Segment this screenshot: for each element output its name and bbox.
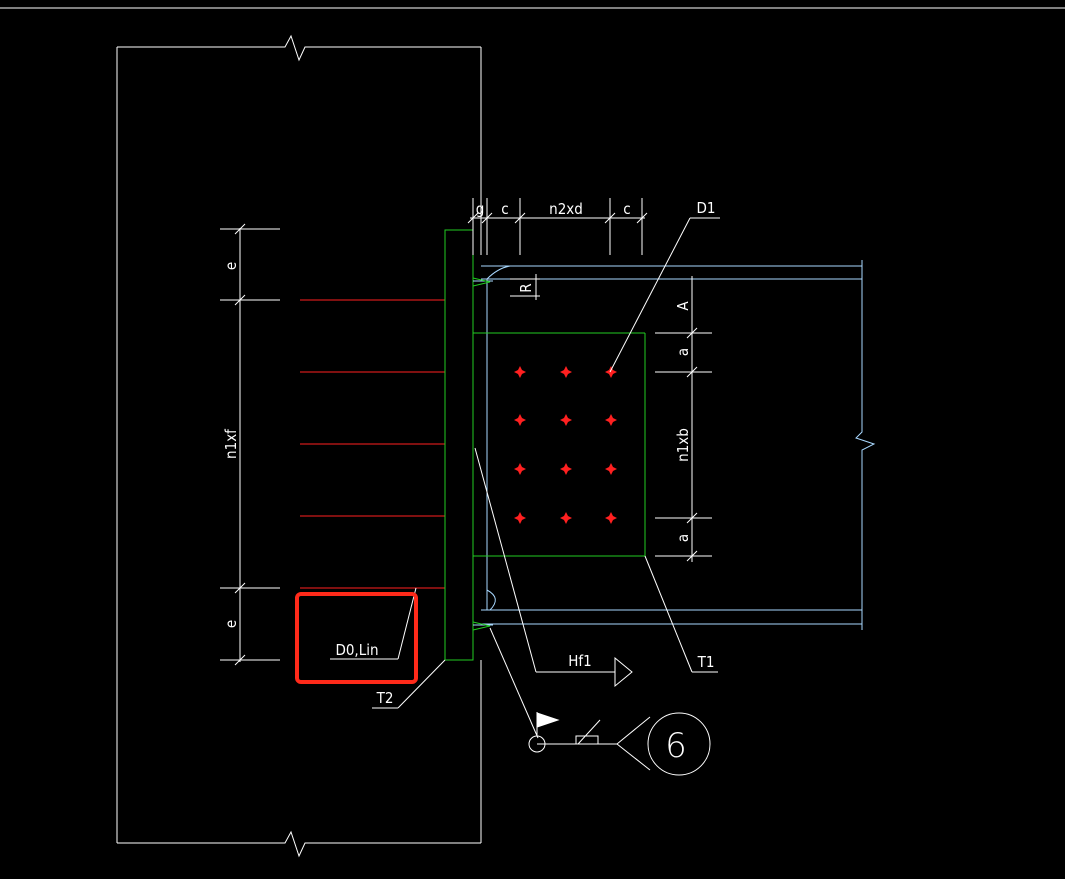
dim-e-top-label: e bbox=[222, 262, 240, 270]
bolt-marker bbox=[605, 463, 617, 475]
leader-t1-label: T1 bbox=[697, 653, 715, 671]
end-plate bbox=[444, 229, 474, 661]
r-dimension bbox=[510, 274, 540, 300]
bolt-marker bbox=[605, 414, 617, 426]
beam-outline bbox=[473, 260, 876, 630]
leader-t2-label: T2 bbox=[376, 689, 394, 707]
bolt-marker bbox=[605, 366, 617, 378]
dim-a-small-bottom-label: a bbox=[674, 534, 692, 542]
bolt-marker bbox=[560, 463, 572, 475]
dim-c-left-label: c bbox=[501, 200, 508, 218]
bolt-grid bbox=[514, 366, 617, 524]
leader-d1-label: D1 bbox=[697, 199, 716, 217]
t1-leader bbox=[644, 555, 718, 673]
t2-leader bbox=[372, 659, 446, 709]
dim-a-small-top-label: a bbox=[674, 348, 692, 356]
dim-r-label: R bbox=[517, 283, 535, 292]
d1-leader bbox=[609, 217, 720, 373]
bolt-marker bbox=[560, 512, 572, 524]
bolt-marker bbox=[605, 512, 617, 524]
left-dimension-chain bbox=[220, 223, 280, 666]
hf1-weld-arrow bbox=[474, 447, 633, 688]
bolt-marker bbox=[514, 512, 526, 524]
dim-g-label: g bbox=[476, 200, 485, 218]
dim-e-bottom-label: e bbox=[222, 620, 240, 628]
bolt-marker bbox=[560, 366, 572, 378]
dim-n2xd-label: n2xd bbox=[549, 200, 583, 218]
bolt-marker bbox=[514, 463, 526, 475]
bolt-marker bbox=[514, 366, 526, 378]
detail-number-label: 6 bbox=[665, 726, 687, 766]
dim-a-upper-label: A bbox=[674, 301, 692, 311]
dim-c-right-label: c bbox=[623, 200, 630, 218]
selection-highlight-box[interactable] bbox=[295, 592, 418, 684]
bolt-spec-leader bbox=[330, 587, 417, 660]
dim-n1xf-label: n1xf bbox=[222, 428, 240, 459]
bolt-marker bbox=[560, 414, 572, 426]
right-dimension-chain bbox=[655, 276, 712, 562]
dim-n1xb-label: n1xb bbox=[674, 428, 692, 462]
bolt-spec-label: D0,Lin bbox=[335, 641, 378, 659]
weld-symbol bbox=[489, 627, 711, 776]
top-dimension-chain bbox=[467, 198, 648, 255]
weld-hf1-label: Hf1 bbox=[568, 652, 591, 670]
column-outline bbox=[116, 34, 482, 858]
shear-plate bbox=[472, 277, 646, 631]
column-bolt-lines bbox=[300, 299, 445, 589]
bolt-marker bbox=[514, 414, 526, 426]
